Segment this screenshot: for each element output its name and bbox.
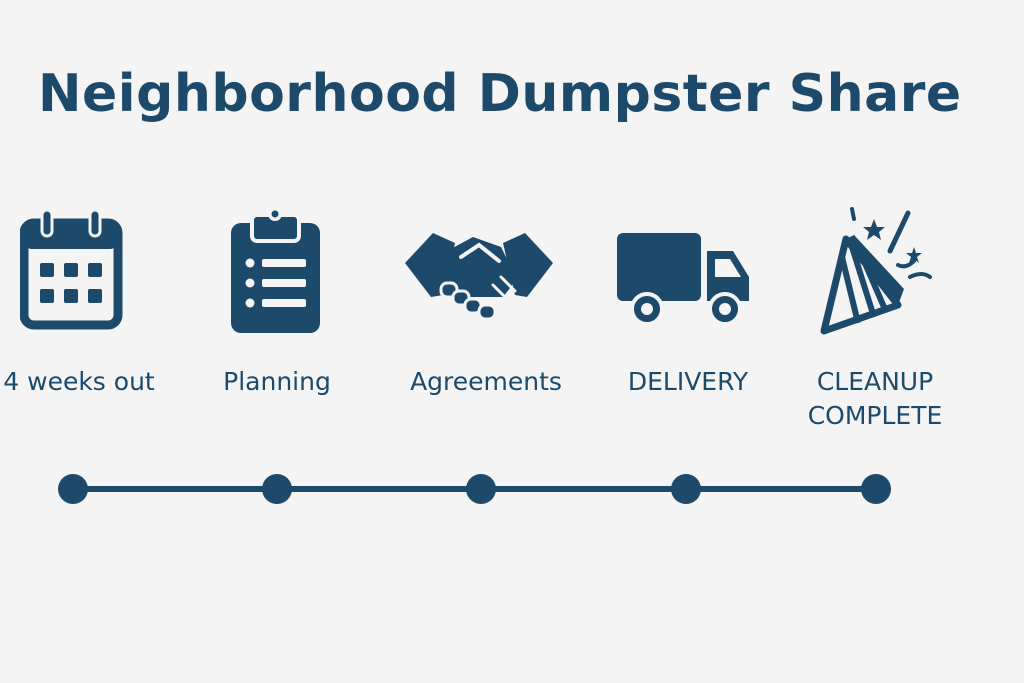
timeline-node bbox=[466, 474, 496, 504]
step-label: CLEANUP COMPLETE bbox=[807, 367, 943, 430]
clipboard-icon bbox=[228, 205, 323, 335]
calendar-icon bbox=[20, 205, 124, 330]
step-label: Planning bbox=[223, 367, 331, 396]
step-label: Agreements bbox=[410, 367, 562, 396]
timeline-node bbox=[671, 474, 701, 504]
timeline-node bbox=[262, 474, 292, 504]
party-hat-icon bbox=[818, 205, 938, 335]
timeline-node bbox=[58, 474, 88, 504]
handshake-icon bbox=[403, 205, 555, 330]
page-title: Neighborhood Dumpster Share bbox=[38, 64, 962, 124]
truck-icon bbox=[615, 205, 755, 330]
timeline-node bbox=[861, 474, 891, 504]
step-label: 4 weeks out bbox=[3, 367, 155, 396]
step-label: DELIVERY bbox=[627, 367, 749, 396]
